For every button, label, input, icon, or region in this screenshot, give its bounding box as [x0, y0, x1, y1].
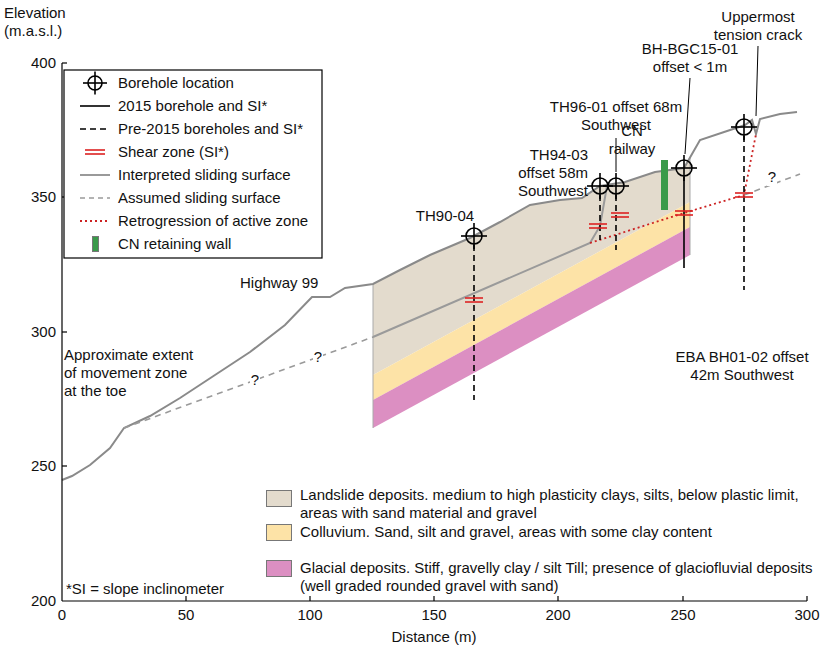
interpreted-sliding-surface — [373, 186, 607, 337]
feature-label: Approximate extent of movement zone at t… — [64, 346, 204, 400]
query-mark: ? — [313, 348, 323, 366]
tick-label: 250 — [670, 606, 695, 624]
borehole-line — [615, 195, 617, 250]
tick-label: 200 — [31, 592, 56, 610]
legend-text: Glacial deposits. Stiff, gravelly clay /… — [300, 559, 820, 595]
block-edge — [373, 284, 374, 428]
axis-title: Distance (m) — [391, 628, 476, 646]
legend-text: Interpreted sliding surface — [118, 166, 291, 184]
legend-swatch — [266, 490, 292, 507]
borehole-label: TH96-01 offset 68m Southwest — [531, 98, 701, 134]
legend-swatch — [266, 560, 292, 577]
legend-text: Borehole location — [118, 74, 234, 92]
feature-label: Uppermost tension crack — [702, 8, 814, 44]
query-mark: ? — [250, 371, 260, 389]
legend-samples — [80, 72, 110, 222]
retaining-wall — [661, 160, 668, 210]
legend-text: 2015 borehole and SI* — [118, 97, 267, 115]
colluvium — [373, 202, 690, 400]
ground-profile — [62, 112, 797, 480]
legend-text: Shear zone (SI*) — [118, 143, 229, 161]
tick-label: 50 — [178, 606, 195, 624]
borehole-line — [599, 195, 601, 240]
axis-title: Elevation (m.a.s.l.) — [4, 4, 84, 40]
feature-label: Highway 99 — [240, 274, 318, 292]
tick-label: 300 — [31, 323, 56, 341]
legend-text: Landslide deposits. medium to high plast… — [300, 486, 820, 522]
borehole-label: TH90-04 — [416, 207, 474, 225]
legend-text: Colluvium. Sand, silt and gravel, areas … — [300, 523, 820, 541]
shear-zones — [465, 193, 753, 302]
tick-label: 300 — [794, 606, 819, 624]
tick-label: 200 — [545, 606, 570, 624]
borehole-label: TH94-03 offset 58m Southwest — [496, 146, 588, 200]
tick-label: 150 — [421, 606, 446, 624]
query-mark: ? — [767, 168, 777, 186]
borehole-symbols — [461, 114, 757, 249]
legend-swatch — [266, 524, 292, 541]
legend-text: Pre-2015 boreholes and SI* — [118, 120, 303, 138]
tick-label: 0 — [58, 606, 66, 624]
tick-label: 100 — [297, 606, 322, 624]
footnote: *SI = slope inclinometer — [66, 580, 224, 598]
borehole-label: BH-BGC15-01 offset < 1m — [630, 40, 750, 76]
legend-swatch — [92, 236, 99, 252]
borehole-line — [683, 177, 685, 268]
legend-text: Retrogression of active zone — [118, 212, 308, 230]
borehole-line — [743, 136, 745, 290]
feature-label: CN railway — [601, 122, 663, 158]
legend-text: Assumed sliding surface — [118, 189, 281, 207]
borehole-line — [473, 245, 475, 400]
borehole-label: EBA BH01-02 offset 42m Southwest — [662, 348, 822, 384]
legend-text: CN retaining wall — [118, 235, 231, 253]
tick-label: 250 — [31, 457, 56, 475]
legend-box — [64, 70, 322, 258]
tick-label: 350 — [31, 188, 56, 206]
tick-label: 400 — [31, 54, 56, 72]
glacial-deposits — [373, 227, 690, 428]
